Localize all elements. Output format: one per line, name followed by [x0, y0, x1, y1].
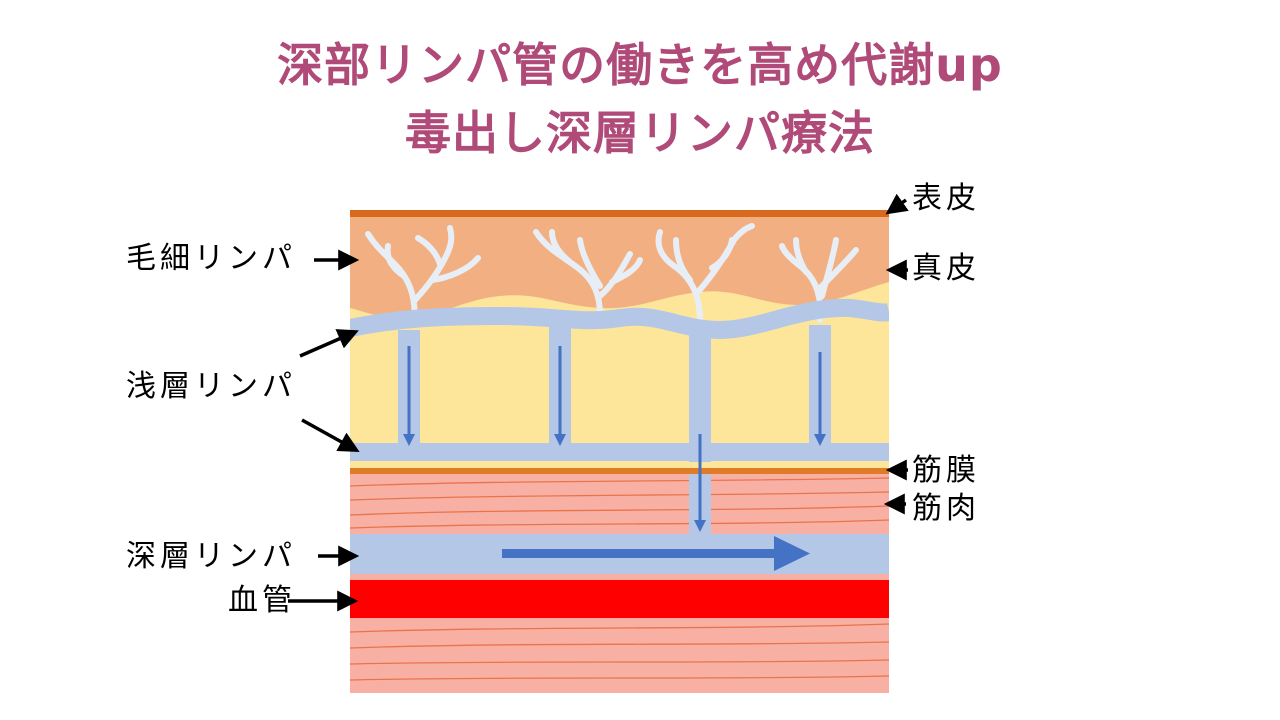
muscle-fibers-upper — [350, 477, 889, 529]
pointer-superficial-upper — [299, 329, 359, 358]
label-blood-vessel: 血管 — [228, 583, 296, 618]
pointer-epidermis — [885, 193, 909, 215]
dermis-layer — [350, 214, 889, 318]
title-line-2: 毒出し深層リンパ療法 — [405, 106, 875, 160]
capillary-lymph-vessels — [365, 223, 859, 325]
label-deep-lymph: 深層リンパ — [126, 539, 296, 574]
label-fascia: 筋膜 — [912, 453, 980, 488]
pointer-arrows — [288, 193, 909, 612]
fascia-layer-top — [350, 462, 889, 468]
label-superficial-lymph: 浅層リンパ — [126, 369, 296, 404]
label-capillary-lymph: 毛細リンパ — [126, 241, 296, 276]
pointer-superficial-lower — [301, 418, 360, 453]
superficial-lymph-base — [350, 443, 889, 461]
muscle-layer-lower — [350, 618, 889, 693]
fascia-layer — [350, 468, 889, 474]
title-line-1: 深部リンパ管の働きを高め代謝up — [277, 38, 1003, 92]
blood-vessel — [350, 580, 889, 618]
label-muscle: 筋肉 — [912, 491, 980, 526]
label-dermis: 真皮 — [912, 251, 980, 286]
label-epidermis: 表皮 — [912, 181, 980, 216]
muscle-fibers-lower — [350, 623, 889, 681]
lymph-flow-arrows — [403, 346, 826, 571]
superficial-lymph-wave — [350, 298, 889, 340]
epidermis-layer — [350, 210, 889, 217]
